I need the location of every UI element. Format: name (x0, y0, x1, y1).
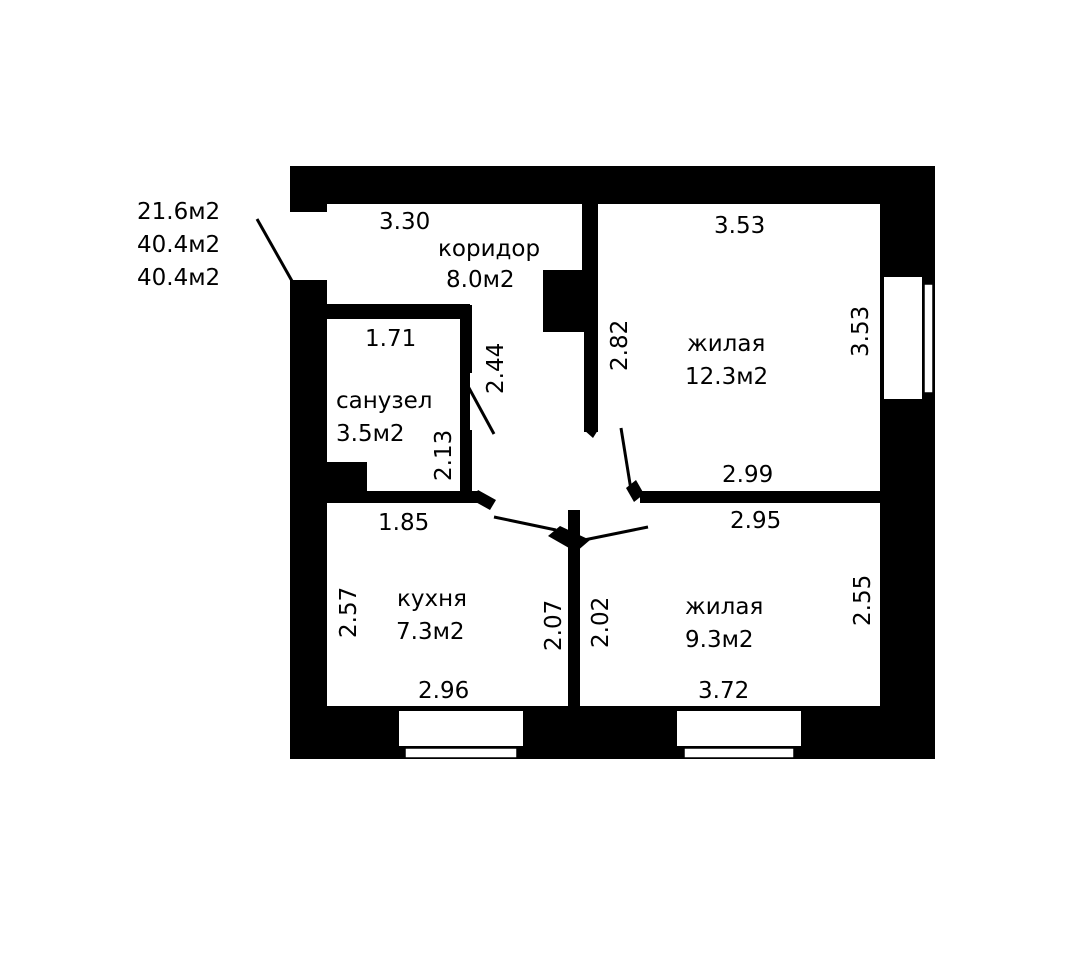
kitchen-area: 7.3м2 (396, 619, 465, 645)
entrance-door (255, 218, 294, 282)
door-gap-kitchen (470, 490, 580, 510)
living-room-1-name: жилая (687, 331, 765, 357)
living-room-2-right-dim: 2.55 (850, 575, 876, 626)
corridor-kitchen-wall (325, 491, 478, 503)
bathroom-top-wall (325, 305, 472, 319)
bathroom-name: санузел (336, 388, 432, 414)
living-room-2-top-dim: 2.95 (730, 508, 781, 534)
living-room-2-name: жилая (685, 594, 763, 620)
living-room-2-area: 9.3м2 (685, 627, 754, 653)
bathroom-door (461, 376, 496, 435)
living-room-1-floor (598, 204, 880, 491)
kitchen-left-dim: 2.57 (336, 587, 362, 638)
bathroom-right-wall-lower (462, 430, 472, 492)
corridor-area: 8.0м2 (446, 267, 515, 293)
window-right (882, 275, 934, 401)
living-room-2-door (583, 525, 649, 542)
bathroom-top-dim: 1.71 (365, 326, 416, 352)
kitchen-floor (327, 503, 568, 706)
corridor-floor (327, 204, 582, 304)
kitchen-bottom-dim: 2.96 (418, 678, 469, 704)
corridor-pillar (543, 270, 586, 332)
corridor-living-wall (584, 204, 598, 432)
kitchen-top-dim: 1.85 (378, 510, 429, 536)
living-room-2-bottom-dim: 3.72 (698, 678, 749, 704)
living-room-1-left-dim: 2.82 (607, 320, 633, 371)
kitchen-door (493, 515, 557, 532)
living-room-2-floor (580, 503, 880, 706)
living-room-2-left-dim: 2.02 (588, 597, 614, 648)
corridor-floor-entrance (290, 212, 330, 280)
living-area-total: 21.6м2 (137, 199, 220, 225)
living-room-1-right-dim: 3.53 (848, 306, 874, 357)
kitchen-right-dim: 2.07 (541, 600, 567, 651)
bathroom-right-lower-dim: 2.13 (431, 430, 457, 481)
corridor-wall-end (584, 430, 598, 438)
living-room-1-door (619, 427, 633, 491)
corridor-floor-hall (470, 300, 590, 505)
kitchen-living-divider-wall (568, 542, 580, 707)
living-room-2-door-frame (548, 526, 590, 552)
bathroom-right-upper-dim: 2.44 (483, 343, 509, 394)
total-area-2: 40.4м2 (137, 265, 220, 291)
living-room-1-bottom-dim: 2.99 (722, 462, 773, 488)
bathroom-area: 3.5м2 (336, 421, 405, 447)
living-room-1-door-frame (626, 480, 644, 502)
living-rooms-divider-wall (640, 491, 880, 503)
kitchen-name: кухня (397, 586, 467, 612)
living-room-1-area: 12.3м2 (685, 364, 768, 390)
corridor-width-dim: 3.30 (379, 209, 430, 235)
total-area: 40.4м2 (137, 232, 220, 258)
bathroom-right-wall-upper (461, 305, 472, 373)
window-kitchen (397, 709, 525, 759)
bathroom-corner-block (327, 462, 367, 492)
living-room-1-top-dim: 3.53 (714, 213, 765, 239)
kitchen-door-frame (472, 490, 496, 510)
window-living-room-2 (675, 709, 803, 759)
corridor-name: коридор (438, 236, 540, 262)
